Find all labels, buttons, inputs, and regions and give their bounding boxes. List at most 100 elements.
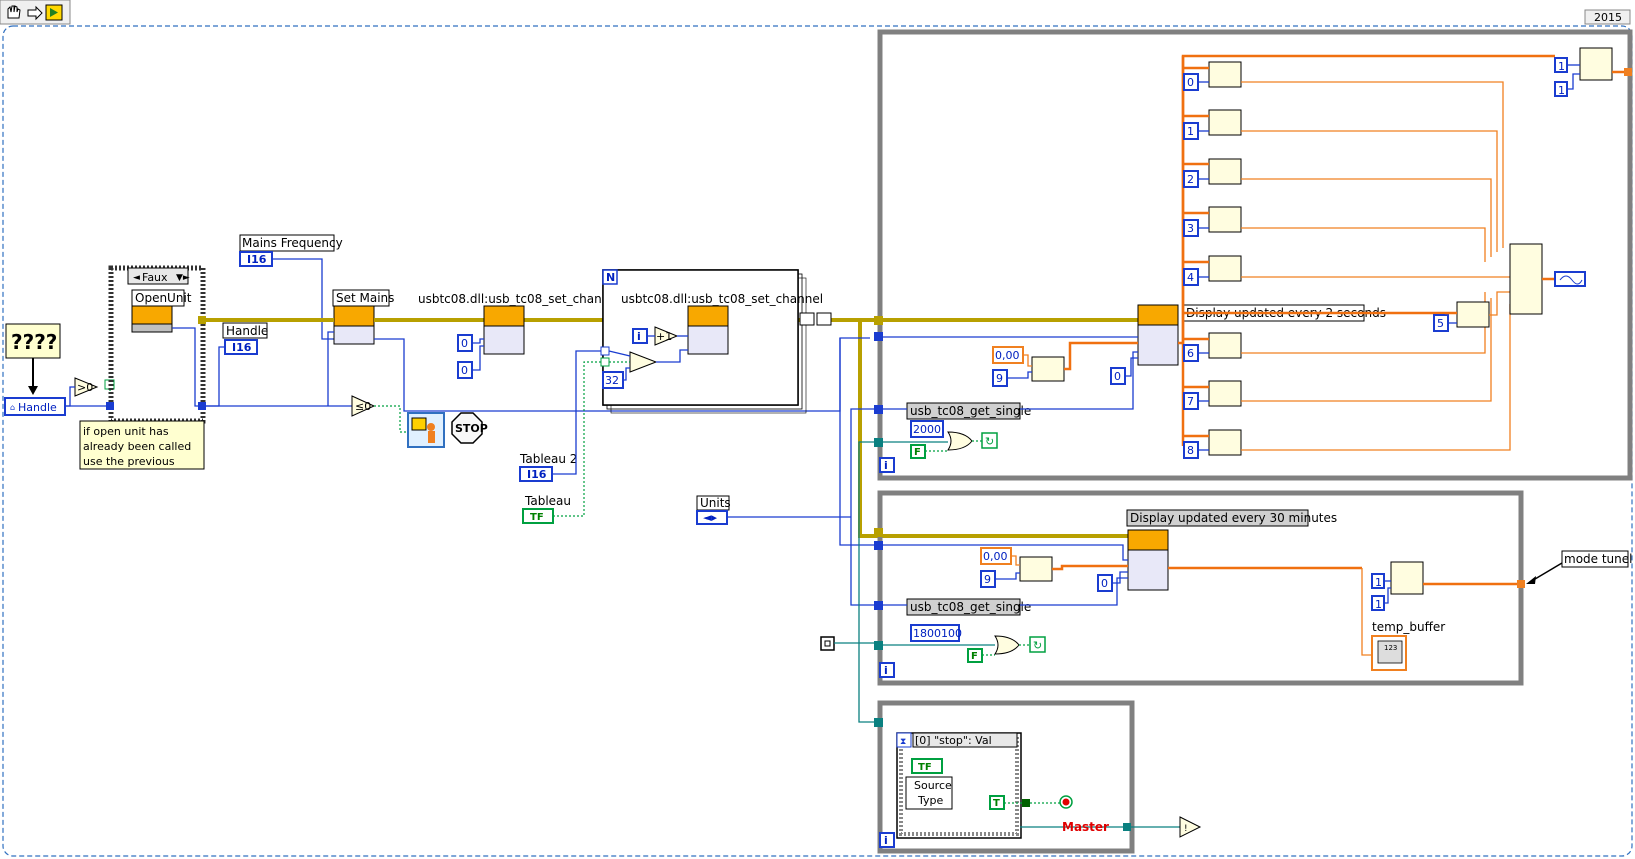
svg-text:◄▸: ◄▸: [703, 511, 717, 524]
mid-tunnel-units: [874, 601, 883, 610]
version-label: 2015: [1594, 11, 1622, 24]
case-tunnel-right: [198, 402, 206, 410]
mode-tunel-label-box: [1561, 550, 1629, 568]
bottom-while-loop: ⧗ [0] "stop": Val TF Source Type T Maste…: [820, 441, 1202, 854]
waveform-chart-indicator[interactable]: [1554, 271, 1586, 287]
svg-text:i: i: [637, 330, 641, 343]
case-selector[interactable]: [127, 267, 189, 285]
bottom-tunnel-stop: [874, 718, 883, 727]
svg-text:I16: I16: [247, 253, 267, 266]
temp-buffer-label: temp_buffer: [1372, 620, 1445, 634]
top-tunnel-units: [874, 405, 883, 414]
svg-text:TF: TF: [530, 512, 544, 523]
svg-text:9: 9: [984, 573, 991, 586]
index-array-8[interactable]: [1208, 429, 1242, 456]
svg-text:1: 1: [1375, 576, 1382, 589]
top-output-tunnel: [1624, 68, 1632, 76]
svg-text:◄: ◄: [133, 273, 140, 283]
svg-text:5: 5: [1437, 317, 1444, 330]
svg-text:0: 0: [1101, 577, 1108, 590]
init-array-node-top[interactable]: [1031, 356, 1065, 382]
index-array-2d-top[interactable]: [1579, 47, 1613, 81]
event-tf-node: [911, 758, 943, 774]
set-channel-label-1: usbtc08.dll:usb_tc08_set_channel: [418, 292, 620, 306]
index-array-6[interactable]: [1208, 332, 1242, 359]
bottom-loop-frame: [877, 700, 1135, 854]
svg-text:3: 3: [1187, 222, 1194, 235]
loop-i-mid: [879, 662, 895, 678]
svg-text:≤0: ≤0: [355, 400, 371, 413]
mid-tunnel-handle: [874, 541, 883, 550]
arrow-right-icon[interactable]: [27, 5, 43, 21]
svg-text:if open unit has: if open unit has: [83, 425, 169, 438]
init-array-node-mid[interactable]: [1019, 556, 1053, 582]
or-node-mid[interactable]: [994, 635, 1020, 655]
set-channel-label-2: usbtc08.dll:usb_tc08_set_channel: [621, 292, 823, 306]
array-tunnel-2: [600, 357, 610, 367]
svg-text:1: 1: [1375, 598, 1382, 611]
source-label: Source: [914, 779, 952, 792]
svg-text:i: i: [884, 834, 888, 847]
index-array-0[interactable]: [1208, 61, 1242, 88]
svg-text:TF: TF: [918, 762, 932, 773]
svg-text:i: i: [884, 459, 888, 472]
svg-text:I16: I16: [232, 341, 252, 354]
bundle-node[interactable]: [816, 312, 832, 326]
or-node-top[interactable]: [947, 431, 973, 451]
get-single-label-box-mid: [906, 598, 1021, 616]
loop-i-top: [879, 457, 895, 473]
svg-text:T: T: [993, 798, 1000, 809]
get-single-label-mid: usb_tc08_get_single: [910, 600, 1031, 614]
event-case-selector[interactable]: [912, 732, 1018, 748]
loop-i-bottom: [879, 832, 895, 848]
svg-text:+1: +1: [656, 330, 672, 343]
units-label: Units: [700, 496, 731, 510]
top-tunnel-stop: [874, 438, 883, 447]
index-array-5[interactable]: [1456, 301, 1490, 328]
arrow-down-icon: [28, 386, 38, 395]
event-data-node[interactable]: [905, 776, 953, 810]
mains-frequency-label: Mains Frequency: [242, 236, 343, 250]
stop-icon[interactable]: STOP: [451, 412, 488, 444]
version-badge: [1584, 9, 1631, 25]
run-vi-icon[interactable]: [45, 4, 63, 21]
gt0-node[interactable]: >0: [74, 377, 99, 397]
case-tunnel-left: [106, 402, 114, 410]
handle-indicator-label-box: [222, 322, 268, 339]
index-array-3[interactable]: [1208, 206, 1242, 233]
hourglass-icon: ⧗: [900, 737, 906, 747]
svg-text:i: i: [884, 664, 888, 677]
svg-text:1: 1: [1558, 60, 1565, 73]
diagram-frame: [2, 25, 1633, 857]
loop-condition-mid[interactable]: [1029, 636, 1046, 653]
merge-errors-node[interactable]: !: [1179, 816, 1202, 838]
svg-text:already been called: already been called: [83, 440, 191, 453]
build-array-node[interactable]: [1509, 243, 1543, 315]
svg-text:1: 1: [1187, 125, 1194, 138]
svg-text:1800100: 1800100: [913, 627, 962, 640]
le0-node[interactable]: ≤0: [351, 395, 376, 417]
svg-text:F: F: [914, 447, 921, 458]
index-array-2d-mid[interactable]: [1390, 561, 1424, 595]
wait-1800100[interactable]: [910, 624, 960, 642]
master-label: Master: [1062, 820, 1109, 834]
svg-text:0: 0: [461, 337, 468, 350]
timeout-terminal[interactable]: [896, 732, 912, 748]
index-array-4[interactable]: [1208, 255, 1242, 282]
wait-2000[interactable]: [910, 420, 944, 438]
svg-text:use the previous: use the previous: [83, 455, 175, 468]
svg-text:4: 4: [1187, 271, 1194, 284]
svg-text:0: 0: [461, 364, 468, 377]
index-array-1[interactable]: [1208, 109, 1242, 136]
mid-tunnel-stop: [874, 641, 883, 650]
display-30min-label: Display updated every 30 minutes: [1130, 511, 1337, 525]
set-mains-label: Set Mains: [336, 291, 394, 305]
index-array-2[interactable]: [1208, 158, 1242, 185]
middle-while-loop: Display updated every 30 minutes usb_tc0…: [839, 338, 1632, 686]
unbundle-node[interactable]: [799, 312, 815, 326]
loop-condition-top[interactable]: [981, 432, 998, 449]
index-array-7[interactable]: [1208, 380, 1242, 407]
loop-count-terminal[interactable]: [602, 269, 618, 285]
hand-icon[interactable]: [7, 5, 21, 19]
